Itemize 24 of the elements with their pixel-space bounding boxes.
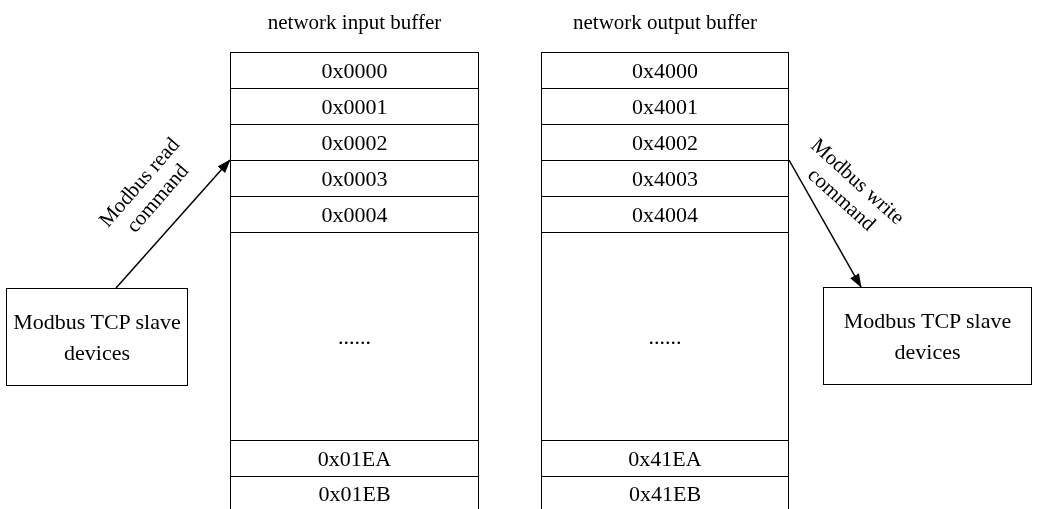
address-text: 0x01EB — [318, 480, 391, 508]
address-text: ...... — [648, 323, 682, 351]
address-text: 0x41EA — [628, 445, 702, 473]
address-text: 0x0000 — [321, 57, 388, 85]
address-text: 0x4004 — [632, 201, 698, 229]
address-text: 0x4001 — [632, 93, 698, 121]
address-text: ...... — [338, 323, 371, 351]
address-text: 0x0002 — [321, 129, 388, 157]
device-label: Modbus TCP slave devices — [12, 308, 182, 367]
device-label: Modbus TCP slave devices — [842, 307, 1013, 366]
buffer-heading: network output buffer — [573, 9, 757, 36]
buffer-heading: network input buffer — [267, 9, 442, 36]
address-text: 0x0004 — [321, 201, 388, 229]
address-text: 0x4000 — [632, 57, 698, 85]
device-box — [823, 287, 1032, 385]
address-text: 0x0003 — [321, 165, 388, 193]
device-box — [6, 288, 188, 386]
address-text: 0x01EA — [317, 445, 392, 473]
address-text: 0x4002 — [632, 129, 698, 157]
arrow — [115, 159, 231, 289]
address-text: 0x4003 — [632, 165, 698, 193]
address-text: 0x41EB — [628, 480, 702, 508]
arrow — [788, 159, 862, 288]
address-text: 0x0001 — [321, 93, 388, 121]
